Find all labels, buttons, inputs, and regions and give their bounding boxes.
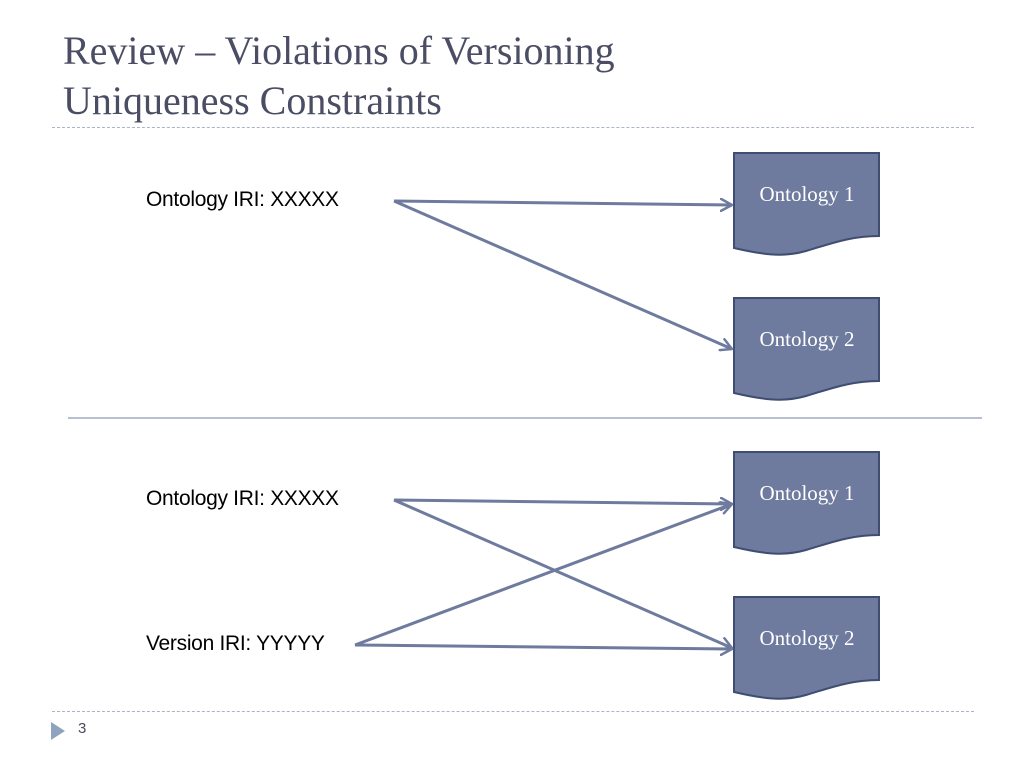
top-ontology-iri-label: Ontology IRI: XXXXX: [146, 188, 339, 211]
bottom-arrow-iri-to-ontology-2: [393, 498, 732, 648]
footer-rule: [52, 711, 974, 712]
bottom-ontology-2-label: Ontology 2: [759, 626, 855, 650]
top-ontology-1-document: [733, 152, 880, 256]
bottom-ontology-iri-label: Ontology IRI: XXXXX: [146, 487, 339, 510]
bottom-arrow-iri-to-ontology-1: [393, 500, 732, 504]
bottom-arrow-version-to-ontology-1: [354, 504, 732, 647]
triangle-right-icon: [51, 722, 65, 740]
top-ontology-2-document: [733, 297, 880, 401]
top-ontology-2-label: Ontology 2: [759, 327, 855, 351]
bottom-ontology-1-label: Ontology 1: [759, 481, 855, 505]
slide-title: Review – Violations of Versioning Unique…: [63, 26, 963, 126]
title-underline-rule: [52, 127, 974, 128]
slide-title-line-2: Uniqueness Constraints: [63, 78, 442, 123]
top-ontology-1-label: Ontology 1: [759, 182, 855, 206]
bottom-ontology-1-document: [733, 451, 880, 555]
slide-title-line-1: Review – Violations of Versioning: [63, 28, 615, 73]
bottom-arrow-version-to-ontology-2: [354, 645, 732, 649]
section-divider: [68, 417, 982, 419]
top-arrow-iri-to-ontology-1: [393, 201, 732, 205]
slide-page-number: 3: [78, 720, 87, 737]
bottom-version-iri-label: Version IRI: YYYYY: [146, 632, 325, 655]
top-arrow-iri-to-ontology-2: [393, 199, 732, 349]
bottom-ontology-2-document: [733, 596, 880, 700]
